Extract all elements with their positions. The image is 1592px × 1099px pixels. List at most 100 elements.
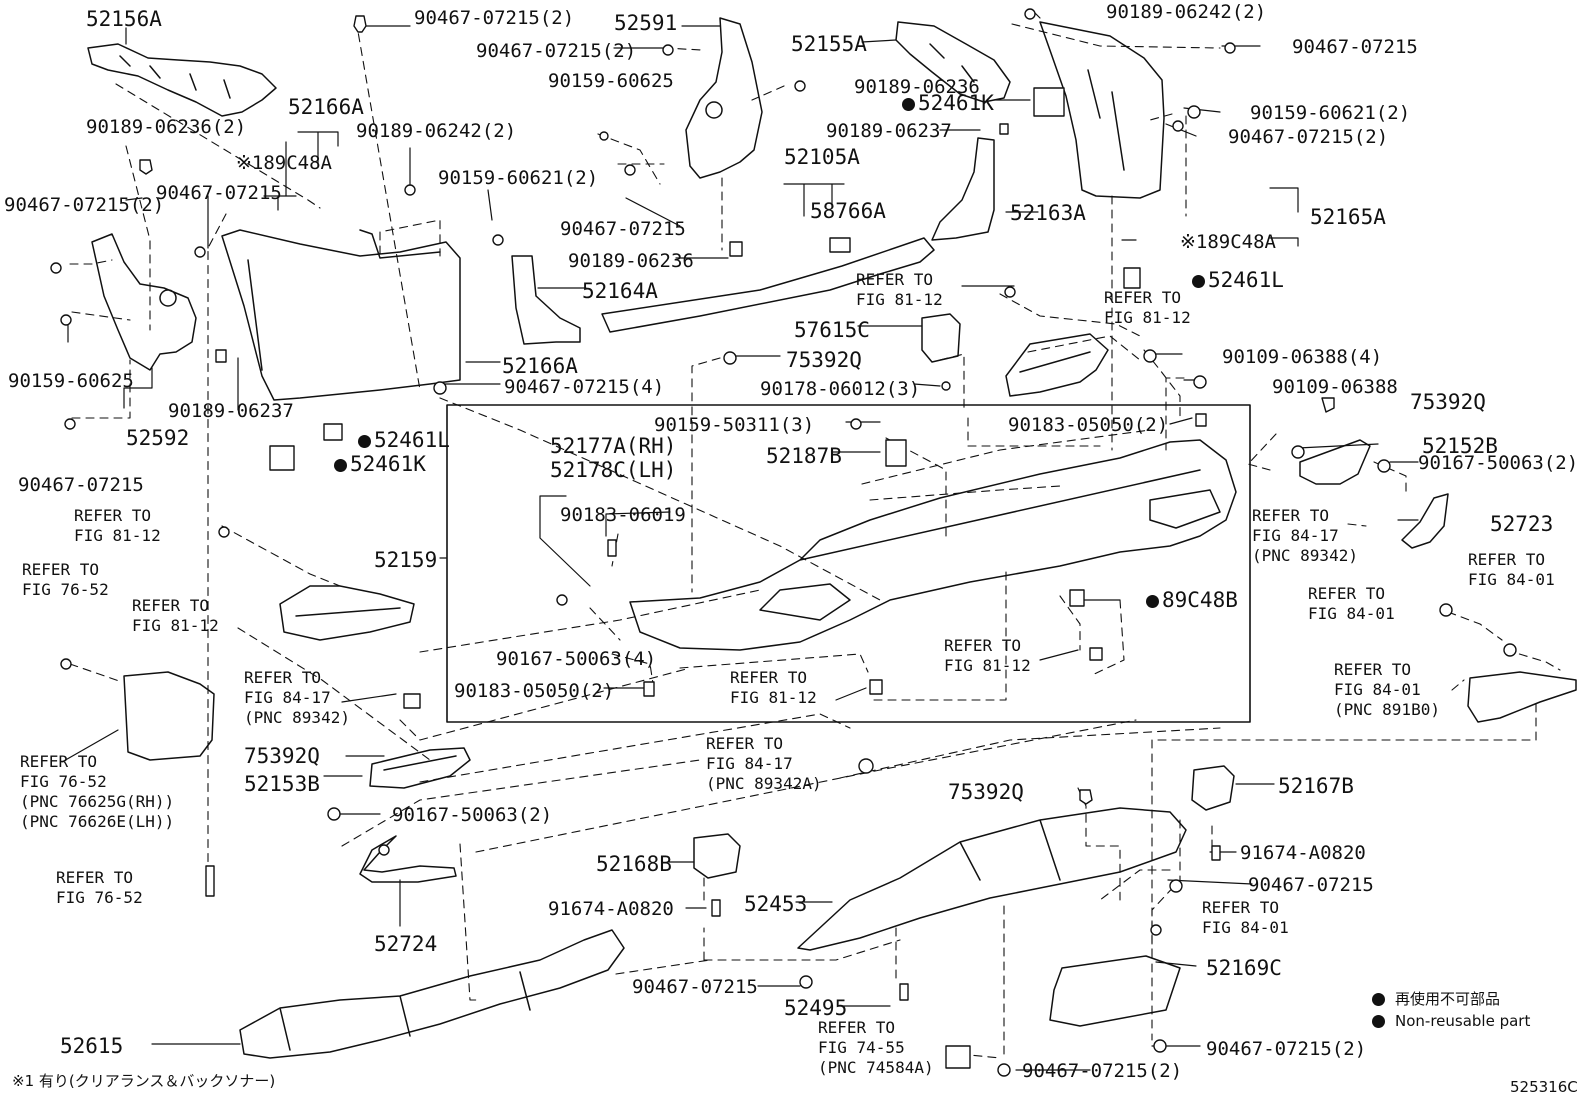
label-52152B: 52152B [1422, 434, 1498, 458]
label-52159: 52159 [374, 548, 438, 572]
label-90167-50063-2: 90167-50063(2) [392, 804, 553, 826]
label-90467-07215-2: 90467-07215(2) [1022, 1060, 1183, 1082]
illustration-number: 525316C [1510, 1078, 1578, 1096]
label-52461L: 52461L [358, 430, 450, 451]
footnote: ※1 有り(クリアランス＆バックソナー) [12, 1072, 276, 1090]
label-91674-A0820: 91674-A0820 [548, 898, 674, 920]
label-52167B: 52167B [1278, 774, 1354, 798]
label-52105A: 52105A [784, 145, 860, 169]
refer-fig-84-17: REFER TO FIG 84-17 (PNC 89342) [244, 668, 350, 727]
label-52156A: 52156A [86, 7, 162, 31]
legend-item-en: Non-reusable part [1372, 1012, 1530, 1030]
label-90189-06242-2: 90189-06242(2) [1106, 1, 1267, 23]
label-90183-05050-2: 90183-05050(2) [454, 680, 615, 702]
non-reusable-mark [902, 98, 915, 111]
label-90467-07215-2: 90467-07215(2) [1228, 126, 1389, 148]
piece-right-lower-part [1467, 671, 1577, 723]
label-90189-06236: 90189-06236 [854, 76, 980, 98]
piece-52164a-part [511, 255, 581, 345]
label-90189-06237: 90189-06237 [826, 120, 952, 142]
label-52723: 52723 [1490, 512, 1554, 536]
mudguard-left-part [123, 671, 215, 761]
refer-fig-76-52: REFER TO FIG 76-52 [56, 868, 143, 907]
label-75392Q: 75392Q [244, 744, 320, 768]
panel-52165a-part [1039, 21, 1165, 199]
refer-fig-81-12: REFER TO FIG 81-12 [74, 506, 161, 545]
label-52615: 52615 [60, 1034, 124, 1058]
label-52169C: 52169C [1206, 956, 1282, 980]
piece-52723-part [1401, 493, 1449, 549]
label-189C48A: ※189C48A [1180, 231, 1276, 253]
block-52167b-part [1191, 765, 1235, 811]
refer-fig-81-12: REFER TO FIG 81-12 [730, 668, 817, 707]
label-52168B: 52168B [596, 852, 672, 876]
label-90159-60621-2: 90159-60621(2) [1250, 102, 1411, 124]
label-90467-07215-2: 90467-07215(2) [414, 7, 575, 29]
label-90189-06236: 90189-06236 [568, 250, 694, 272]
strip-52163a-part [931, 137, 995, 241]
refer-fig-81-12: REFER TO FIG 81-12 [132, 596, 219, 635]
label-52591: 52591 [614, 11, 678, 35]
label-52461L: 52461L [1192, 270, 1284, 291]
non-reusable-mark [358, 435, 371, 448]
label-52153B: 52153B [244, 772, 320, 796]
label-90159-60625: 90159-60625 [8, 370, 134, 392]
label-52453: 52453 [744, 892, 808, 916]
label-90189-06242-2: 90189-06242(2) [356, 120, 517, 142]
label-90159-60621-2: 90159-60621(2) [438, 167, 599, 189]
label-52164A: 52164A [582, 279, 658, 303]
label-90467-07215: 90467-07215 [1248, 874, 1374, 896]
label-90467-07215: 90467-07215 [632, 976, 758, 998]
label-58766A: 58766A [810, 199, 886, 223]
bracket-52592-part [91, 233, 197, 371]
label-90167-50063-2: 90167-50063(2) [1418, 452, 1579, 474]
label-90467-07215-2: 90467-07215(2) [4, 194, 165, 216]
label-90159-50311-3: 90159-50311(3) [654, 414, 815, 436]
cover-52166a-part [221, 229, 461, 401]
label-90178-06012-3: 90178-06012(3) [760, 378, 921, 400]
label-52165A: 52165A [1310, 205, 1386, 229]
panel-52169c-part [1049, 955, 1181, 1027]
label-52163A: 52163A [1010, 201, 1086, 225]
refer-fig-81-12: REFER TO FIG 81-12 [856, 270, 943, 309]
reflector-52153b-part [369, 747, 471, 789]
label-52495: 52495 [784, 996, 848, 1020]
label-90467-07215: 90467-07215 [560, 218, 686, 240]
fasteners [50, 8, 1517, 1077]
bumper-cover-52159-part [629, 439, 1237, 651]
label-52178C-LH: 52178C(LH) [550, 458, 677, 482]
label-57615C: 57615C [794, 318, 870, 342]
label-52187B: 52187B [766, 444, 842, 468]
part-57615c-part [921, 313, 961, 363]
dashed-guides [69, 19, 1561, 1061]
label-90467-07215-2: 90467-07215(2) [1206, 1038, 1367, 1060]
label-90189-06236-2: 90189-06236(2) [86, 116, 247, 138]
label-90467-07215: 90467-07215 [156, 182, 282, 204]
label-52461K: 52461K [334, 454, 426, 475]
label-52166A: 52166A [288, 95, 364, 119]
subassembly-frame [446, 404, 1251, 723]
lamp-right-upper-part [1005, 333, 1109, 397]
member-52453-part [797, 807, 1187, 951]
label-90467-07215: 90467-07215 [18, 474, 144, 496]
label-75392Q: 75392Q [786, 348, 862, 372]
label-90467-07215-4: 90467-07215(4) [504, 376, 665, 398]
non-reusable-mark [334, 459, 347, 472]
refer-fig-76-52: REFER TO FIG 76-52 [22, 560, 109, 599]
label-90183-06019: 90183-06019 [560, 504, 686, 526]
bracket-52156a-part [87, 43, 277, 117]
block-52168b-part [693, 833, 741, 879]
legend-item-ja: 再使用不可部品 [1372, 988, 1500, 1009]
refer-fig-84-01: REFER TO FIG 84-01 [1468, 550, 1555, 589]
label-52177A-RH: 52177A(RH) [550, 434, 677, 458]
piece-52724-part [359, 835, 457, 883]
filled-circle-icon [1372, 1015, 1385, 1028]
label-90167-50063-4: 90167-50063(4) [496, 648, 657, 670]
bracket-52591-part [685, 17, 763, 179]
label-52166A: 52166A [502, 354, 578, 378]
label-52592: 52592 [126, 426, 190, 450]
refer-fig-76-52: REFER TO FIG 76-52 (PNC 76625G(RH)) (PNC… [20, 752, 175, 831]
refer-fig-81-12: REFER TO FIG 81-12 [944, 636, 1031, 675]
